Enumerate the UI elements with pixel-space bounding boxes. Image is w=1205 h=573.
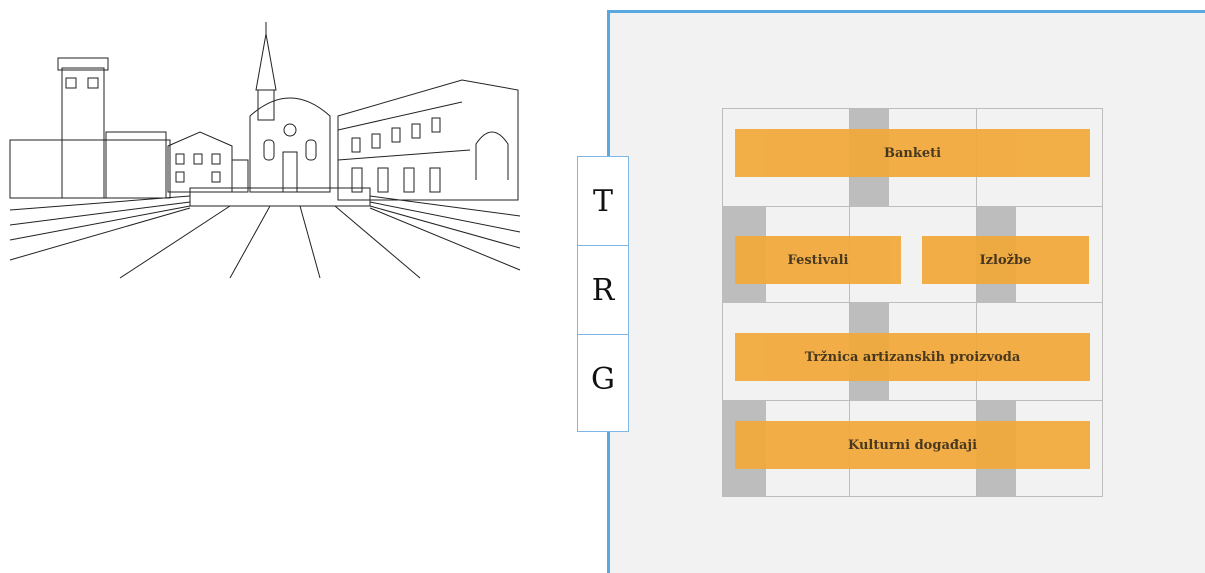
trg-letter-r: R — [578, 246, 628, 335]
trg-letter-t: T — [578, 157, 628, 246]
trg-letter-g: G — [591, 361, 615, 397]
bar-trznica: Tržnica artizanskih proizvoda — [735, 333, 1090, 381]
event-grid: Banketi Festivali Izložbe Tržnica artiza… — [722, 108, 1103, 497]
bar-festivali: Festivali — [735, 236, 901, 284]
bar-kulturni: Kulturni događaji — [735, 421, 1090, 469]
bar-izlozbe: Izložbe — [922, 236, 1089, 284]
diagram-panel — [607, 10, 1205, 573]
trg-label-column: T R G — [577, 156, 629, 432]
bar-banketi: Banketi — [735, 129, 1090, 177]
town-square-sketch — [9, 22, 521, 279]
